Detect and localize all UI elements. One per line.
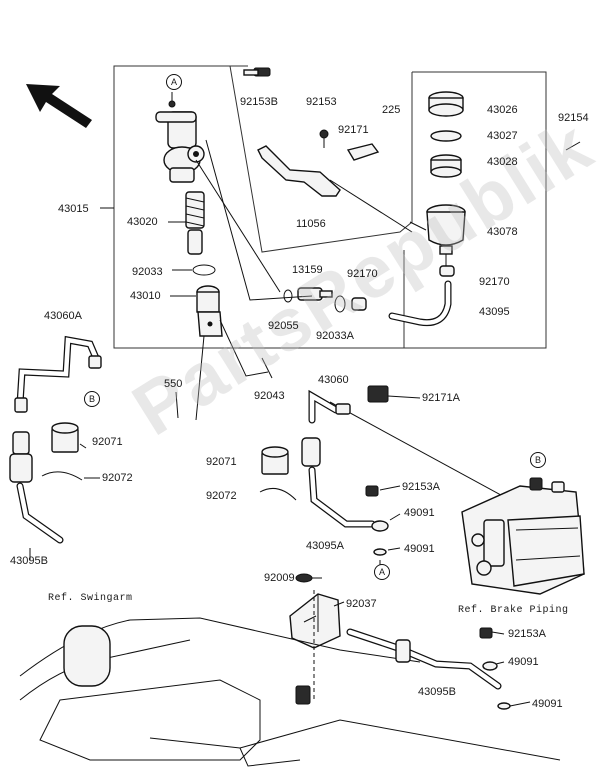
callout-43015: 43015 bbox=[58, 203, 89, 215]
abs-unit bbox=[461, 477, 585, 595]
reservoir-43078 bbox=[426, 204, 466, 255]
marker-a-bottom: A bbox=[374, 564, 390, 580]
diaphragm-43028 bbox=[430, 154, 462, 178]
bolt-92154 bbox=[565, 141, 581, 151]
clamp-92072-right bbox=[259, 487, 297, 501]
callout-92072-left: 92072 bbox=[102, 472, 133, 484]
callout-43095A: 43095A bbox=[306, 540, 344, 552]
hose-43095A bbox=[308, 466, 376, 528]
callout-225: 225 bbox=[382, 104, 401, 116]
front-direction-arrow-icon bbox=[26, 84, 92, 128]
marker-b-right: B bbox=[530, 452, 546, 468]
sleeve-92071-right bbox=[261, 446, 289, 475]
callout-49091-b: 49091 bbox=[404, 543, 435, 555]
callout-49091-d: 49091 bbox=[532, 698, 563, 710]
callout-92153: 92153 bbox=[306, 96, 337, 108]
swingarm-reference bbox=[19, 590, 561, 767]
callout-92153A: 92153A bbox=[402, 481, 440, 493]
callout-43028: 43028 bbox=[487, 156, 518, 168]
callout-92009: 92009 bbox=[264, 572, 295, 584]
callout-550: 550 bbox=[164, 378, 183, 390]
circlip-92033A bbox=[334, 295, 346, 313]
callout-43078: 43078 bbox=[487, 226, 518, 238]
callout-92171: 92171 bbox=[338, 124, 369, 136]
callout-92154: 92154 bbox=[558, 112, 589, 124]
ref-brake-piping-note: Ref. Brake Piping bbox=[458, 605, 569, 616]
bracket-11056 bbox=[257, 129, 380, 197]
sleeve-92071-left bbox=[51, 422, 79, 453]
oring-92055 bbox=[283, 289, 293, 303]
callout-43026: 43026 bbox=[487, 104, 518, 116]
callout-92171A: 92171A bbox=[422, 392, 460, 404]
callout-43095: 43095 bbox=[479, 306, 510, 318]
callout-92055: 92055 bbox=[268, 320, 299, 332]
callout-49091-c: 49091 bbox=[508, 656, 539, 668]
plate-43027 bbox=[430, 130, 462, 142]
bolt-92043 bbox=[261, 357, 273, 379]
clip-92171A bbox=[367, 385, 389, 403]
callout-92153B: 92153B bbox=[240, 96, 278, 108]
callout-92043: 92043 bbox=[254, 390, 285, 402]
callout-43010: 43010 bbox=[130, 290, 161, 302]
circlip-92033 bbox=[192, 264, 216, 276]
ref-swingarm-note: Ref. Swingarm bbox=[48, 593, 133, 604]
reservoir-cap-43026 bbox=[428, 91, 464, 117]
callout-43060: 43060 bbox=[318, 374, 349, 386]
callout-92033A: 92033A bbox=[316, 330, 354, 342]
marker-b-left: B bbox=[84, 391, 100, 407]
callout-92037: 92037 bbox=[346, 598, 377, 610]
lower-cylinder-43010 bbox=[196, 285, 223, 337]
bolt-92009 bbox=[295, 573, 313, 583]
callout-92071-left: 92071 bbox=[92, 436, 123, 448]
callout-92170-mid: 92170 bbox=[347, 268, 378, 280]
pin-550 bbox=[175, 391, 179, 419]
assembly-frame-right bbox=[404, 71, 547, 349]
callout-13159: 13159 bbox=[292, 264, 323, 276]
callout-11056: 11056 bbox=[296, 218, 326, 230]
clamp-92072-left bbox=[41, 471, 83, 481]
reservoir-frame bbox=[229, 65, 413, 253]
callout-92153A-lower: 92153A bbox=[508, 628, 546, 640]
callout-43095B-left: 43095B bbox=[10, 555, 48, 567]
callout-92072-right: 92072 bbox=[206, 490, 237, 502]
callout-43060A: 43060A bbox=[44, 310, 82, 322]
bolt-92153B bbox=[243, 67, 271, 77]
marker-a-top: A bbox=[166, 74, 182, 90]
callout-92071-right: 92071 bbox=[206, 456, 237, 468]
bracket-92037 bbox=[289, 593, 341, 649]
callout-43027: 43027 bbox=[487, 130, 518, 142]
clamp-92170-top bbox=[439, 265, 455, 277]
clamp-92170-mid bbox=[351, 297, 367, 311]
callout-43095B-right: 43095B bbox=[418, 686, 456, 698]
piston-assembly-43020 bbox=[185, 191, 205, 255]
callout-43020: 43020 bbox=[127, 216, 158, 228]
callout-92033: 92033 bbox=[132, 266, 163, 278]
callout-49091-a: 49091 bbox=[404, 507, 435, 519]
callout-92170-right: 92170 bbox=[479, 276, 510, 288]
master-cylinder-body bbox=[155, 92, 205, 183]
